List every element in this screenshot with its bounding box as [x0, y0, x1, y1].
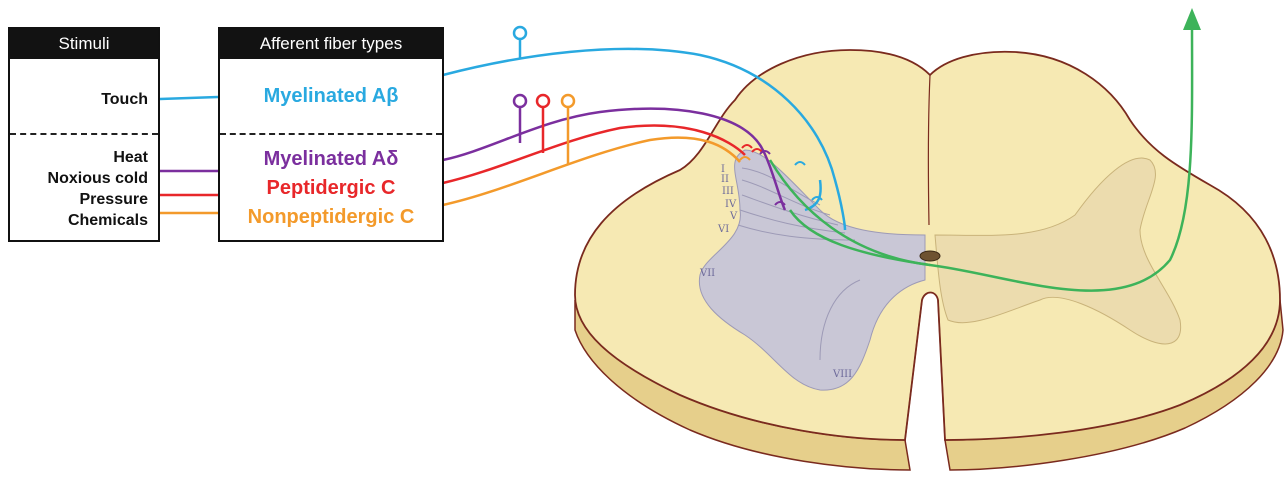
peptidergic-ganglion: [537, 95, 549, 107]
adelta-ganglion: [514, 95, 526, 107]
central-canal: [920, 251, 940, 261]
lamina-label-viii: VIII: [832, 369, 852, 380]
stimulus-noxious-cold: Noxious cold: [48, 170, 148, 188]
lamina-label-iv: IV: [725, 199, 737, 210]
spinal-cord-outline: [575, 50, 1280, 440]
stimulus-pressure: Pressure: [80, 191, 149, 209]
stimuli-header: Stimuli: [10, 29, 158, 59]
fiber-peptidergic-c: Peptidergic C: [220, 177, 442, 200]
fiber-nonpeptidergic-c: Nonpeptidergic C: [220, 206, 442, 229]
fiber-adelta: Myelinated Aδ: [220, 148, 442, 171]
stimulus-chemicals: Chemicals: [68, 212, 148, 230]
stimuli-divider: [10, 133, 158, 135]
lamina-label-v: V: [729, 211, 738, 222]
fiber-abeta: Myelinated Aβ: [220, 85, 442, 108]
abeta-ganglion: [514, 27, 526, 39]
stimulus-touch: Touch: [101, 91, 148, 109]
lamina-label-vi: VI: [717, 224, 729, 235]
fiber-types-box: Afferent fiber types Myelinated Aβ Myeli…: [218, 27, 444, 242]
touch-connector: [160, 97, 218, 99]
stimulus-heat: Heat: [113, 149, 148, 167]
lamina-label-iii: III: [722, 186, 734, 197]
fiber-types-header: Afferent fiber types: [220, 29, 442, 59]
fiber-divider: [220, 133, 442, 135]
nonpeptidergic-ganglion: [562, 95, 574, 107]
ascending-arrowhead: [1183, 8, 1201, 30]
lamina-label-vii: VII: [699, 268, 715, 279]
stimuli-box: Stimuli Touch Heat Noxious cold Pressure…: [8, 27, 160, 242]
lamina-label-ii: II: [721, 174, 729, 185]
